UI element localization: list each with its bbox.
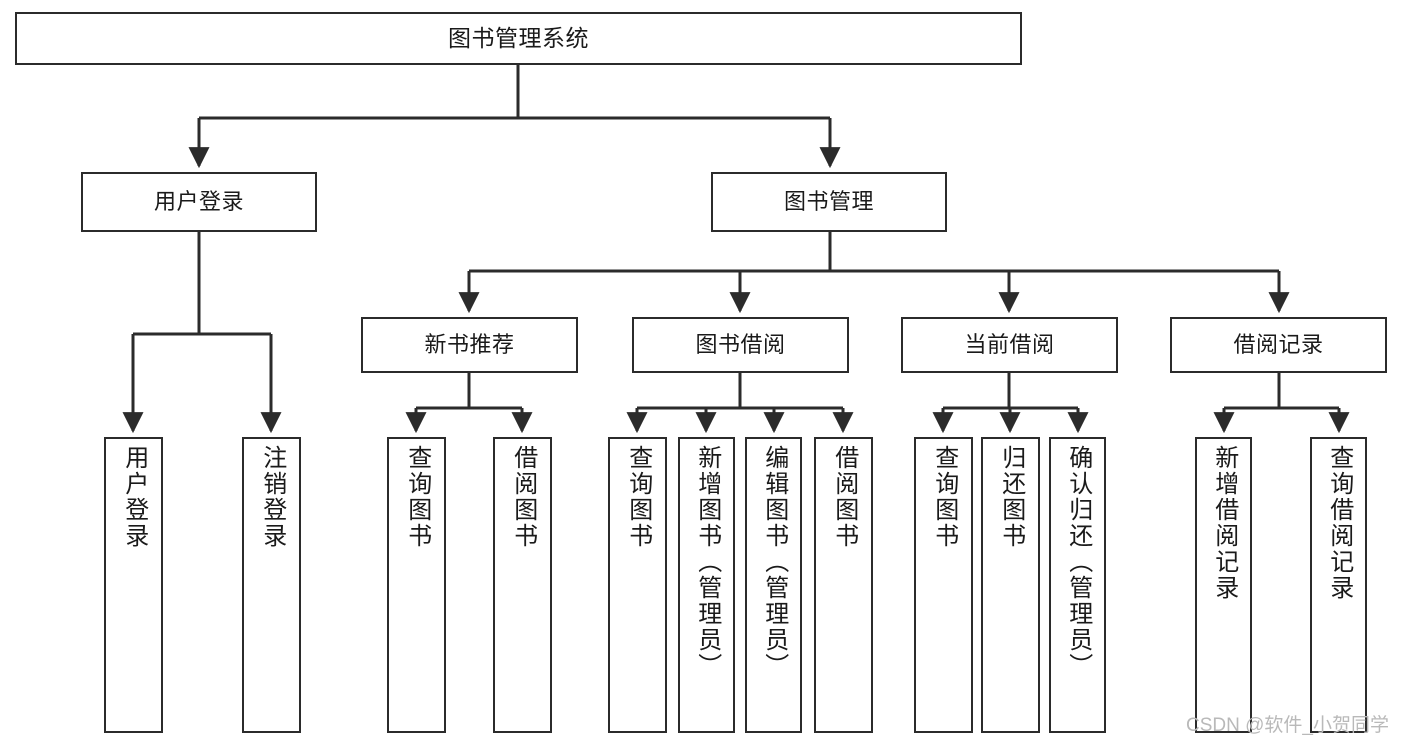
node-current-borrow[interactable]: 当前借阅 xyxy=(901,317,1118,373)
leaf-recommend-borrow-book[interactable]: 借阅图书 xyxy=(493,437,552,733)
leaf-current-return-book[interactable]: 归还图书 xyxy=(981,437,1040,733)
node-book-management-label: 图书管理 xyxy=(783,189,874,215)
node-root-label: 图书管理系统 xyxy=(448,24,589,51)
leaf-borrow-query-book-label: 查询图书 xyxy=(624,445,652,549)
leaf-record-add-record[interactable]: 新增借阅记录 xyxy=(1195,437,1252,733)
leaf-recommend-query-book[interactable]: 查询图书 xyxy=(387,437,446,733)
leaf-borrow-add-book-admin-label: 新增图书（管理员） xyxy=(693,445,721,679)
node-book-borrow[interactable]: 图书借阅 xyxy=(632,317,849,373)
node-user-login[interactable]: 用户登录 xyxy=(81,172,317,232)
node-user-login-label: 用户登录 xyxy=(153,189,244,215)
leaf-current-confirm-return-admin[interactable]: 确认归还（管理员） xyxy=(1049,437,1106,733)
node-root[interactable]: 图书管理系统 xyxy=(15,12,1022,65)
leaf-record-add-record-label: 新增借阅记录 xyxy=(1210,445,1238,601)
leaf-recommend-query-book-label: 查询图书 xyxy=(403,445,431,549)
leaf-record-query-record[interactable]: 查询借阅记录 xyxy=(1310,437,1367,733)
csdn-watermark: CSDN @软件_小贺同学 xyxy=(1186,715,1389,736)
leaf-borrow-borrow-book-label: 借阅图书 xyxy=(830,445,858,549)
leaf-current-query-book-label: 查询图书 xyxy=(930,445,958,549)
node-book-management[interactable]: 图书管理 xyxy=(711,172,947,232)
node-borrow-record-label: 借阅记录 xyxy=(1233,332,1324,358)
leaf-borrow-borrow-book[interactable]: 借阅图书 xyxy=(814,437,873,733)
leaf-current-return-book-label: 归还图书 xyxy=(997,445,1025,549)
node-new-book-recommend[interactable]: 新书推荐 xyxy=(361,317,578,373)
leaf-recommend-borrow-book-label: 借阅图书 xyxy=(509,445,537,549)
leaf-user-logout-label: 注销登录 xyxy=(258,445,286,549)
leaf-current-confirm-return-admin-label: 确认归还（管理员） xyxy=(1064,445,1092,679)
leaf-record-query-record-label: 查询借阅记录 xyxy=(1325,445,1353,601)
leaf-borrow-add-book-admin[interactable]: 新增图书（管理员） xyxy=(678,437,735,733)
leaf-borrow-query-book[interactable]: 查询图书 xyxy=(608,437,667,733)
node-new-book-recommend-label: 新书推荐 xyxy=(424,332,515,358)
leaf-user-login-label: 用户登录 xyxy=(120,445,148,549)
leaf-current-query-book[interactable]: 查询图书 xyxy=(914,437,973,733)
node-current-borrow-label: 当前借阅 xyxy=(964,332,1055,358)
leaf-user-login[interactable]: 用户登录 xyxy=(104,437,163,733)
leaf-user-logout[interactable]: 注销登录 xyxy=(242,437,301,733)
leaf-borrow-edit-book-admin-label: 编辑图书（管理员） xyxy=(760,445,788,679)
node-book-borrow-label: 图书借阅 xyxy=(695,332,786,358)
node-borrow-record[interactable]: 借阅记录 xyxy=(1170,317,1387,373)
leaf-borrow-edit-book-admin[interactable]: 编辑图书（管理员） xyxy=(745,437,802,733)
